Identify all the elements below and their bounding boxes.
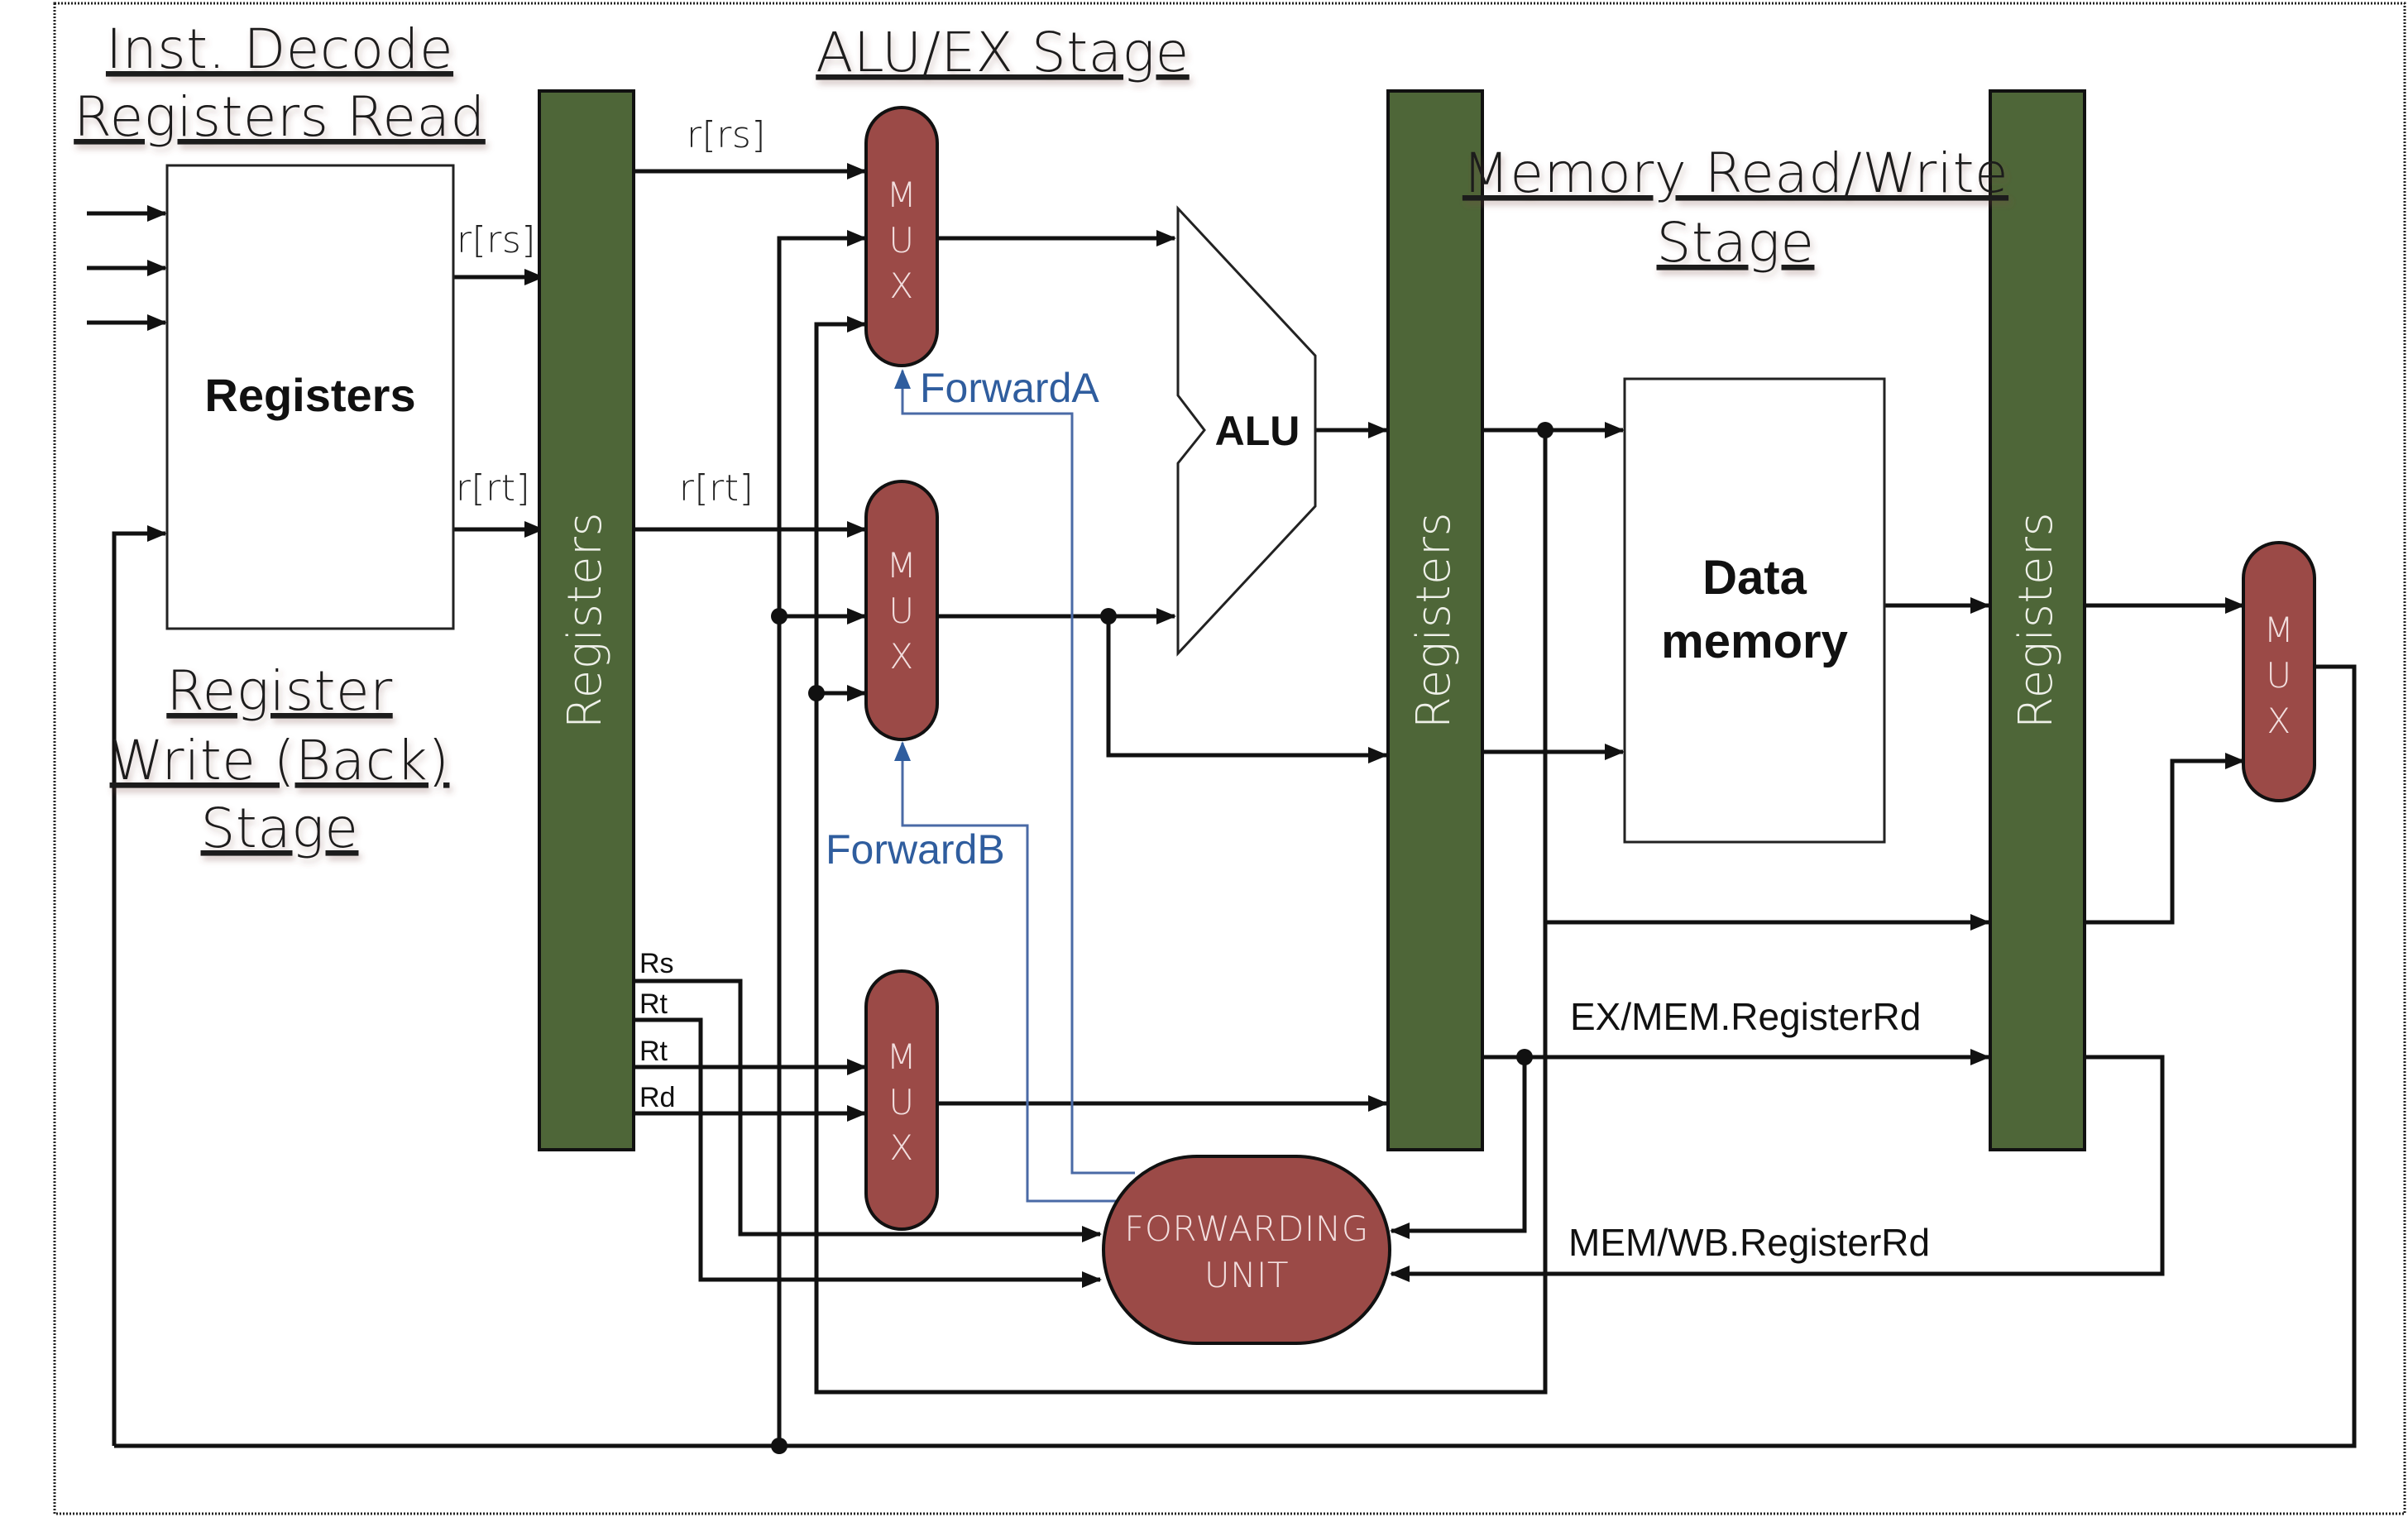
forwarding-unit: FORWARDING UNIT [1102,1155,1391,1345]
label-rt-b: Rt [639,1036,668,1067]
mem-wb-pipeline-register: Registers [1989,89,2086,1151]
label-ex-mem-registerrd: EX/MEM.RegisterRd [1570,995,1921,1038]
svg-text:M: M [2264,610,2295,650]
wire-junctions [771,422,1553,1454]
mux-forward-b: M U X [864,480,939,741]
label-rd: Rd [639,1082,675,1113]
label-rrs-ex: r[rs] [687,114,766,156]
label-rs: Rs [639,948,674,979]
label-forward-a: ForwardA [920,365,1099,411]
svg-text:M: M [887,545,917,586]
alu: ALU [1176,205,1317,657]
forwarding-unit-label-line2: UNIT [1204,1255,1289,1295]
stage-memory-line2: Stage [1657,211,1815,275]
svg-text:U: U [888,220,914,261]
forwarding-unit-label-line1: FORWARDING [1124,1208,1369,1249]
data-memory-label-line2: memory [1661,615,1848,668]
id-ex-register-label: Registers [558,512,612,729]
signal-labels: r[rs] r[rt] r[rs] r[rt] Rs Rt Rt Rd Forw… [456,114,1930,1264]
data-memory-label-line1: Data [1702,551,1807,605]
wires [87,163,2357,1448]
register-file-label: Registers [204,369,415,421]
stage-writeback-line3: Stage [201,797,359,860]
mem-wb-register-label: Registers [2009,512,2063,729]
forwarding-control-wires [894,369,1135,1203]
svg-text:X: X [889,636,913,677]
svg-text:U: U [2266,655,2291,696]
data-memory: Data memory [1623,377,1886,844]
svg-text:U: U [888,1082,914,1122]
label-rt-a: Rt [639,988,668,1020]
mux-dest-register: M U X [864,969,939,1231]
alu-label: ALU [1215,408,1300,454]
label-forward-b: ForwardB [826,826,1005,873]
svg-text:M: M [887,175,917,215]
label-rrt-ex: r[rt] [679,467,754,510]
ex-mem-pipeline-register: Registers [1386,89,1484,1151]
mux-write-back: M U X [2242,541,2316,802]
svg-text:X: X [889,266,913,306]
svg-text:X: X [889,1127,913,1168]
label-mem-wb-registerrd: MEM/WB.RegisterRd [1568,1221,1930,1264]
svg-text:M: M [887,1036,917,1077]
label-rrs-regfile: r[rs] [457,219,536,261]
ex-mem-register-label: Registers [1407,512,1461,729]
stage-writeback-line2: Write (Back) [110,729,450,792]
register-file-box [165,164,455,630]
stage-decode-line1: Inst. Decode [106,17,453,81]
stage-writeback-line1: Register [166,659,393,723]
svg-text:X: X [2267,701,2291,741]
stage-decode-line2: Registers Read [74,85,486,149]
label-rrt-regfile: r[rt] [456,467,530,510]
id-ex-pipeline-register: Registers [538,89,635,1151]
stage-memory-line1: Memory Read/Write [1463,141,2008,205]
svg-text:U: U [888,591,914,631]
stage-alu-ex: ALU/EX Stage [816,21,1190,84]
mux-forward-a: M U X [864,106,939,367]
outer-frame [53,2,2406,1515]
stage-headings: Inst. Decode Registers Read ALU/EX Stage… [74,17,2008,860]
